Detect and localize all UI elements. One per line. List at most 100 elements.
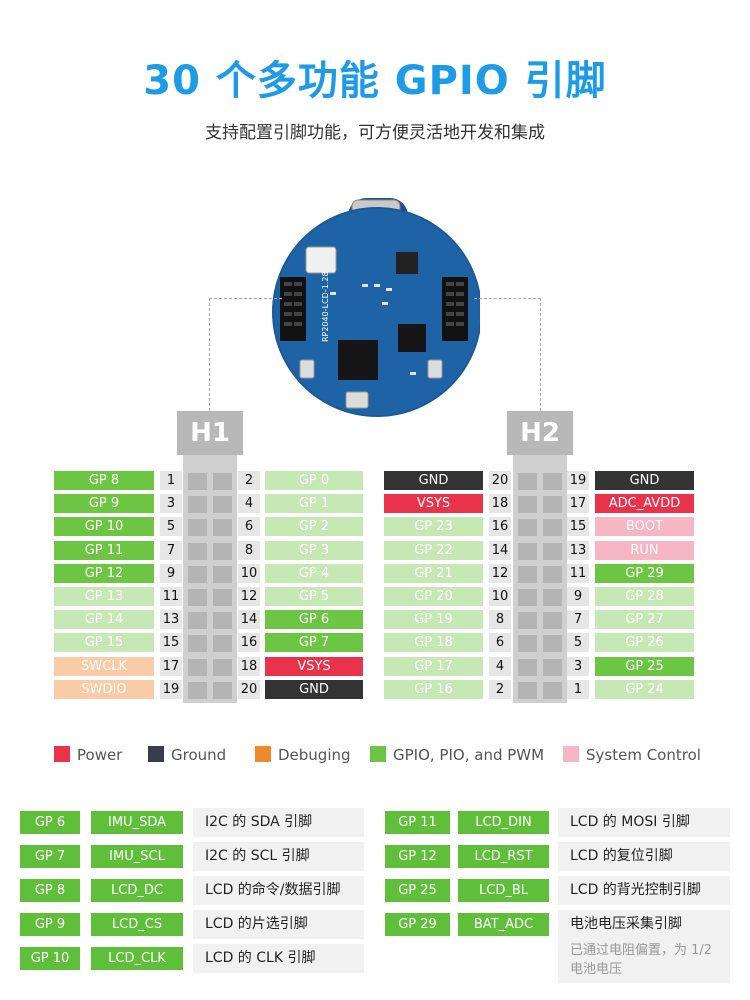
pin-socket	[213, 473, 232, 490]
pin-socket	[213, 496, 232, 514]
signal-tag: LCD_CLK	[91, 947, 183, 970]
legend-item-system-control: System Control	[563, 745, 701, 765]
pin-socket	[213, 681, 232, 699]
pin-socket	[543, 658, 562, 676]
h2-left-signal: GP 17	[384, 656, 483, 676]
h2-right-signal: GP 28	[595, 587, 694, 606]
h2-right-signal: ADC_AVDD	[595, 494, 694, 514]
h1-right-signal: VSYS	[265, 656, 363, 676]
debug-swatch	[255, 746, 271, 762]
h1-left-signal: SWCLK	[54, 656, 154, 676]
h2-left-signal: GP 21	[384, 563, 483, 583]
h2-left-signal: GP 20	[384, 587, 483, 606]
function-description: 电池电压采集引脚	[558, 910, 730, 939]
h1-left-signal: GP 9	[54, 494, 154, 514]
pin-socket	[188, 589, 207, 606]
h1-right-pin-number: 10	[238, 563, 260, 583]
h1-left-pin-number: 17	[160, 656, 182, 676]
signal-tag: IMU_SDA	[91, 811, 183, 834]
h2-right-signal: RUN	[595, 540, 694, 560]
pin-socket	[543, 635, 562, 653]
h2-left-signal: GND	[384, 471, 483, 490]
h1-left-signal: GP 15	[54, 633, 154, 653]
h2-right-pin-number: 13	[567, 540, 589, 560]
h1-left-signal: GP 12	[54, 563, 154, 583]
h1-left-signal: SWDIO	[54, 679, 154, 699]
h2-right-signal: GP 29	[595, 563, 694, 583]
h2-right-pin-number: 1	[567, 679, 589, 699]
pin-socket	[188, 658, 207, 676]
pin-socket	[188, 612, 207, 630]
h1-left-signal: GP 8	[54, 471, 154, 490]
h1-left-pin-number: 1	[160, 471, 182, 490]
h2-left-pin-number: 8	[489, 610, 511, 630]
gpio-tag: GP 9	[20, 913, 80, 936]
h1-right-signal: GP 7	[265, 633, 363, 653]
pin-socket	[518, 519, 537, 537]
pin-socket	[213, 519, 232, 537]
legend: Power Ground Debuging GPIO, PIO, and PWM…	[54, 745, 734, 765]
pin-socket	[213, 635, 232, 653]
pin-socket	[188, 565, 207, 583]
function-description: I2C 的 SCL 引脚	[193, 842, 364, 871]
h1-right-pin-number: 8	[238, 540, 260, 560]
h2-right-pin-number: 3	[567, 656, 589, 676]
pin-socket	[518, 589, 537, 606]
gpio-tag: GP 8	[20, 879, 80, 902]
h2-right-pin-number: 15	[567, 517, 589, 537]
h2-left-pin-number: 16	[489, 517, 511, 537]
function-description: LCD 的片选引脚	[193, 910, 364, 939]
pin-socket	[188, 681, 207, 699]
pin-socket	[518, 658, 537, 676]
system-swatch	[563, 746, 579, 762]
function-description: I2C 的 SDA 引脚	[193, 808, 364, 837]
h1-left-signal: GP 11	[54, 540, 154, 560]
legend-item-power: Power	[54, 745, 122, 765]
gpio-tag: GP 7	[20, 845, 80, 868]
signal-tag: LCD_RST	[458, 845, 549, 868]
gpio-swatch	[370, 746, 386, 762]
h2-left-signal: GP 19	[384, 610, 483, 630]
h2-left-signal: GP 16	[384, 679, 483, 699]
gpio-tag: GP 29	[385, 913, 450, 936]
h2-left-pin-number: 10	[489, 587, 511, 606]
h1-right-pin-number: 18	[238, 656, 260, 676]
signal-tag: LCD_CS	[91, 913, 183, 936]
function-description: LCD 的复位引脚	[558, 842, 730, 871]
h2-left-pin-number: 20	[489, 471, 511, 490]
gpio-tag: GP 12	[385, 845, 450, 868]
h1-right-pin-number: 12	[238, 587, 260, 606]
h2-left-signal: GP 18	[384, 633, 483, 653]
h2-left-pin-number: 18	[489, 494, 511, 514]
h2-left-pin-number: 2	[489, 679, 511, 699]
board-image: RP2040-LCD-1.28	[270, 192, 482, 422]
pin-socket	[213, 589, 232, 606]
function-note: 已通过电阻偏置，为 1/2 电池电压	[558, 939, 730, 983]
h1-left-pin-number: 7	[160, 540, 182, 560]
h1-left-pin-number: 9	[160, 563, 182, 583]
h1-left-signal: GP 13	[54, 587, 154, 606]
h2-left-signal: GP 23	[384, 517, 483, 537]
gpio-tag: GP 11	[385, 811, 450, 834]
h1-right-signal: GND	[265, 679, 363, 699]
h2-right-signal: GP 24	[595, 679, 694, 699]
signal-tag: BAT_ADC	[458, 913, 549, 936]
pin-socket	[188, 473, 207, 490]
signal-tag: LCD_DC	[91, 879, 183, 902]
pin-socket	[543, 519, 562, 537]
h2-pin-header	[513, 455, 567, 703]
board-silkscreen: RP2040-LCD-1.28	[321, 271, 330, 342]
h2-left-pin-number: 4	[489, 656, 511, 676]
h1-left-signal: GP 14	[54, 610, 154, 630]
page-subtitle: 支持配置引脚功能，可方便灵活地开发和集成	[205, 123, 545, 143]
function-description: LCD 的背光控制引脚	[558, 876, 730, 905]
h1-right-pin-number: 6	[238, 517, 260, 537]
h2-label: H2	[507, 411, 573, 455]
pin-socket	[543, 496, 562, 514]
h1-right-pin-number: 20	[238, 679, 260, 699]
h1-left-pin-number: 15	[160, 633, 182, 653]
pin-socket	[518, 635, 537, 653]
h2-left-pin-number: 12	[489, 563, 511, 583]
signal-tag: IMU_SCL	[91, 845, 183, 868]
pin-socket	[543, 589, 562, 606]
